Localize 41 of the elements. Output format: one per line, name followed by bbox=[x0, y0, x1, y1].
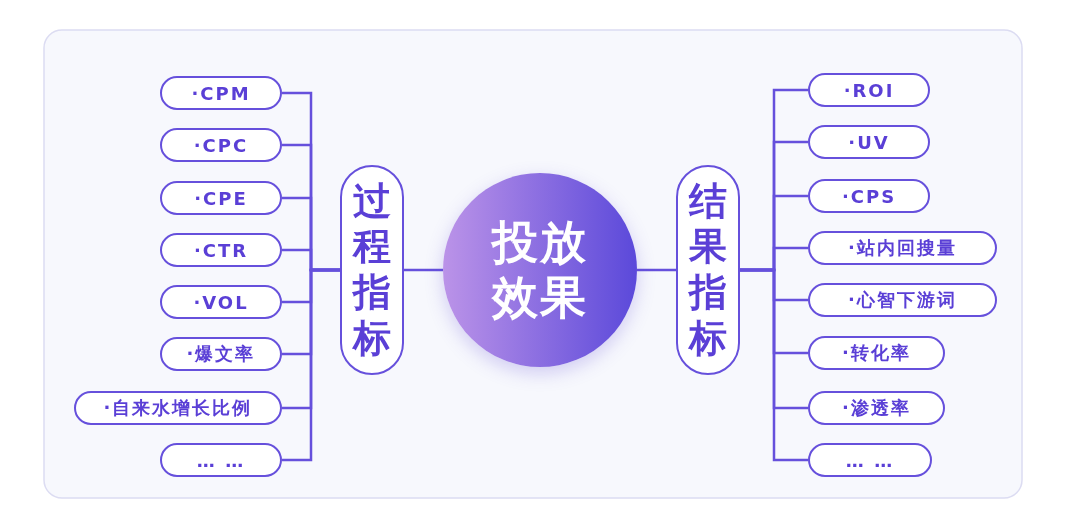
node-label: … … bbox=[196, 449, 246, 471]
node-label: ·CPE bbox=[194, 187, 248, 209]
node-label: 结果指标 bbox=[689, 178, 727, 362]
node-label: ·自来水增长比例 bbox=[103, 396, 253, 420]
metric-box bbox=[808, 179, 930, 213]
metric-box bbox=[808, 283, 997, 317]
connector-line bbox=[282, 268, 340, 462]
node-label: 投放效果 bbox=[491, 214, 589, 326]
metric-box bbox=[808, 391, 945, 425]
metric-box bbox=[74, 391, 282, 425]
metric-box bbox=[808, 73, 930, 107]
node-label: ·心智下游词 bbox=[848, 288, 957, 312]
category-box bbox=[676, 165, 740, 375]
metric-box bbox=[160, 285, 282, 319]
node-label: ·UV bbox=[848, 131, 890, 153]
node-label: … … bbox=[845, 449, 895, 471]
metric-box bbox=[808, 336, 945, 370]
node-label: 过程指标 bbox=[353, 178, 391, 362]
node-label: ·CPS bbox=[841, 185, 897, 207]
node-label: ·CPM bbox=[191, 82, 251, 104]
node-label: ·渗透率 bbox=[842, 396, 911, 420]
node-label: ·ROI bbox=[843, 79, 895, 101]
connector-line bbox=[740, 268, 808, 462]
metric-box bbox=[160, 337, 282, 371]
metric-box bbox=[160, 181, 282, 215]
metric-box bbox=[160, 76, 282, 110]
node-label: ·转化率 bbox=[842, 341, 911, 365]
node-label: ·爆文率 bbox=[186, 342, 256, 366]
node-label: ·CPC bbox=[193, 134, 249, 156]
metric-box bbox=[808, 231, 997, 265]
connector-line bbox=[404, 268, 443, 272]
metric-box bbox=[808, 125, 930, 159]
node-label: ·VOL bbox=[193, 291, 249, 313]
metric-box bbox=[808, 443, 932, 477]
metric-box bbox=[160, 443, 282, 477]
metric-box bbox=[160, 233, 282, 267]
category-box bbox=[340, 165, 404, 375]
node-label: ·CTR bbox=[193, 239, 249, 261]
connector-line bbox=[637, 268, 676, 272]
metric-box bbox=[160, 128, 282, 162]
node-label: ·站内回搜量 bbox=[848, 236, 957, 260]
